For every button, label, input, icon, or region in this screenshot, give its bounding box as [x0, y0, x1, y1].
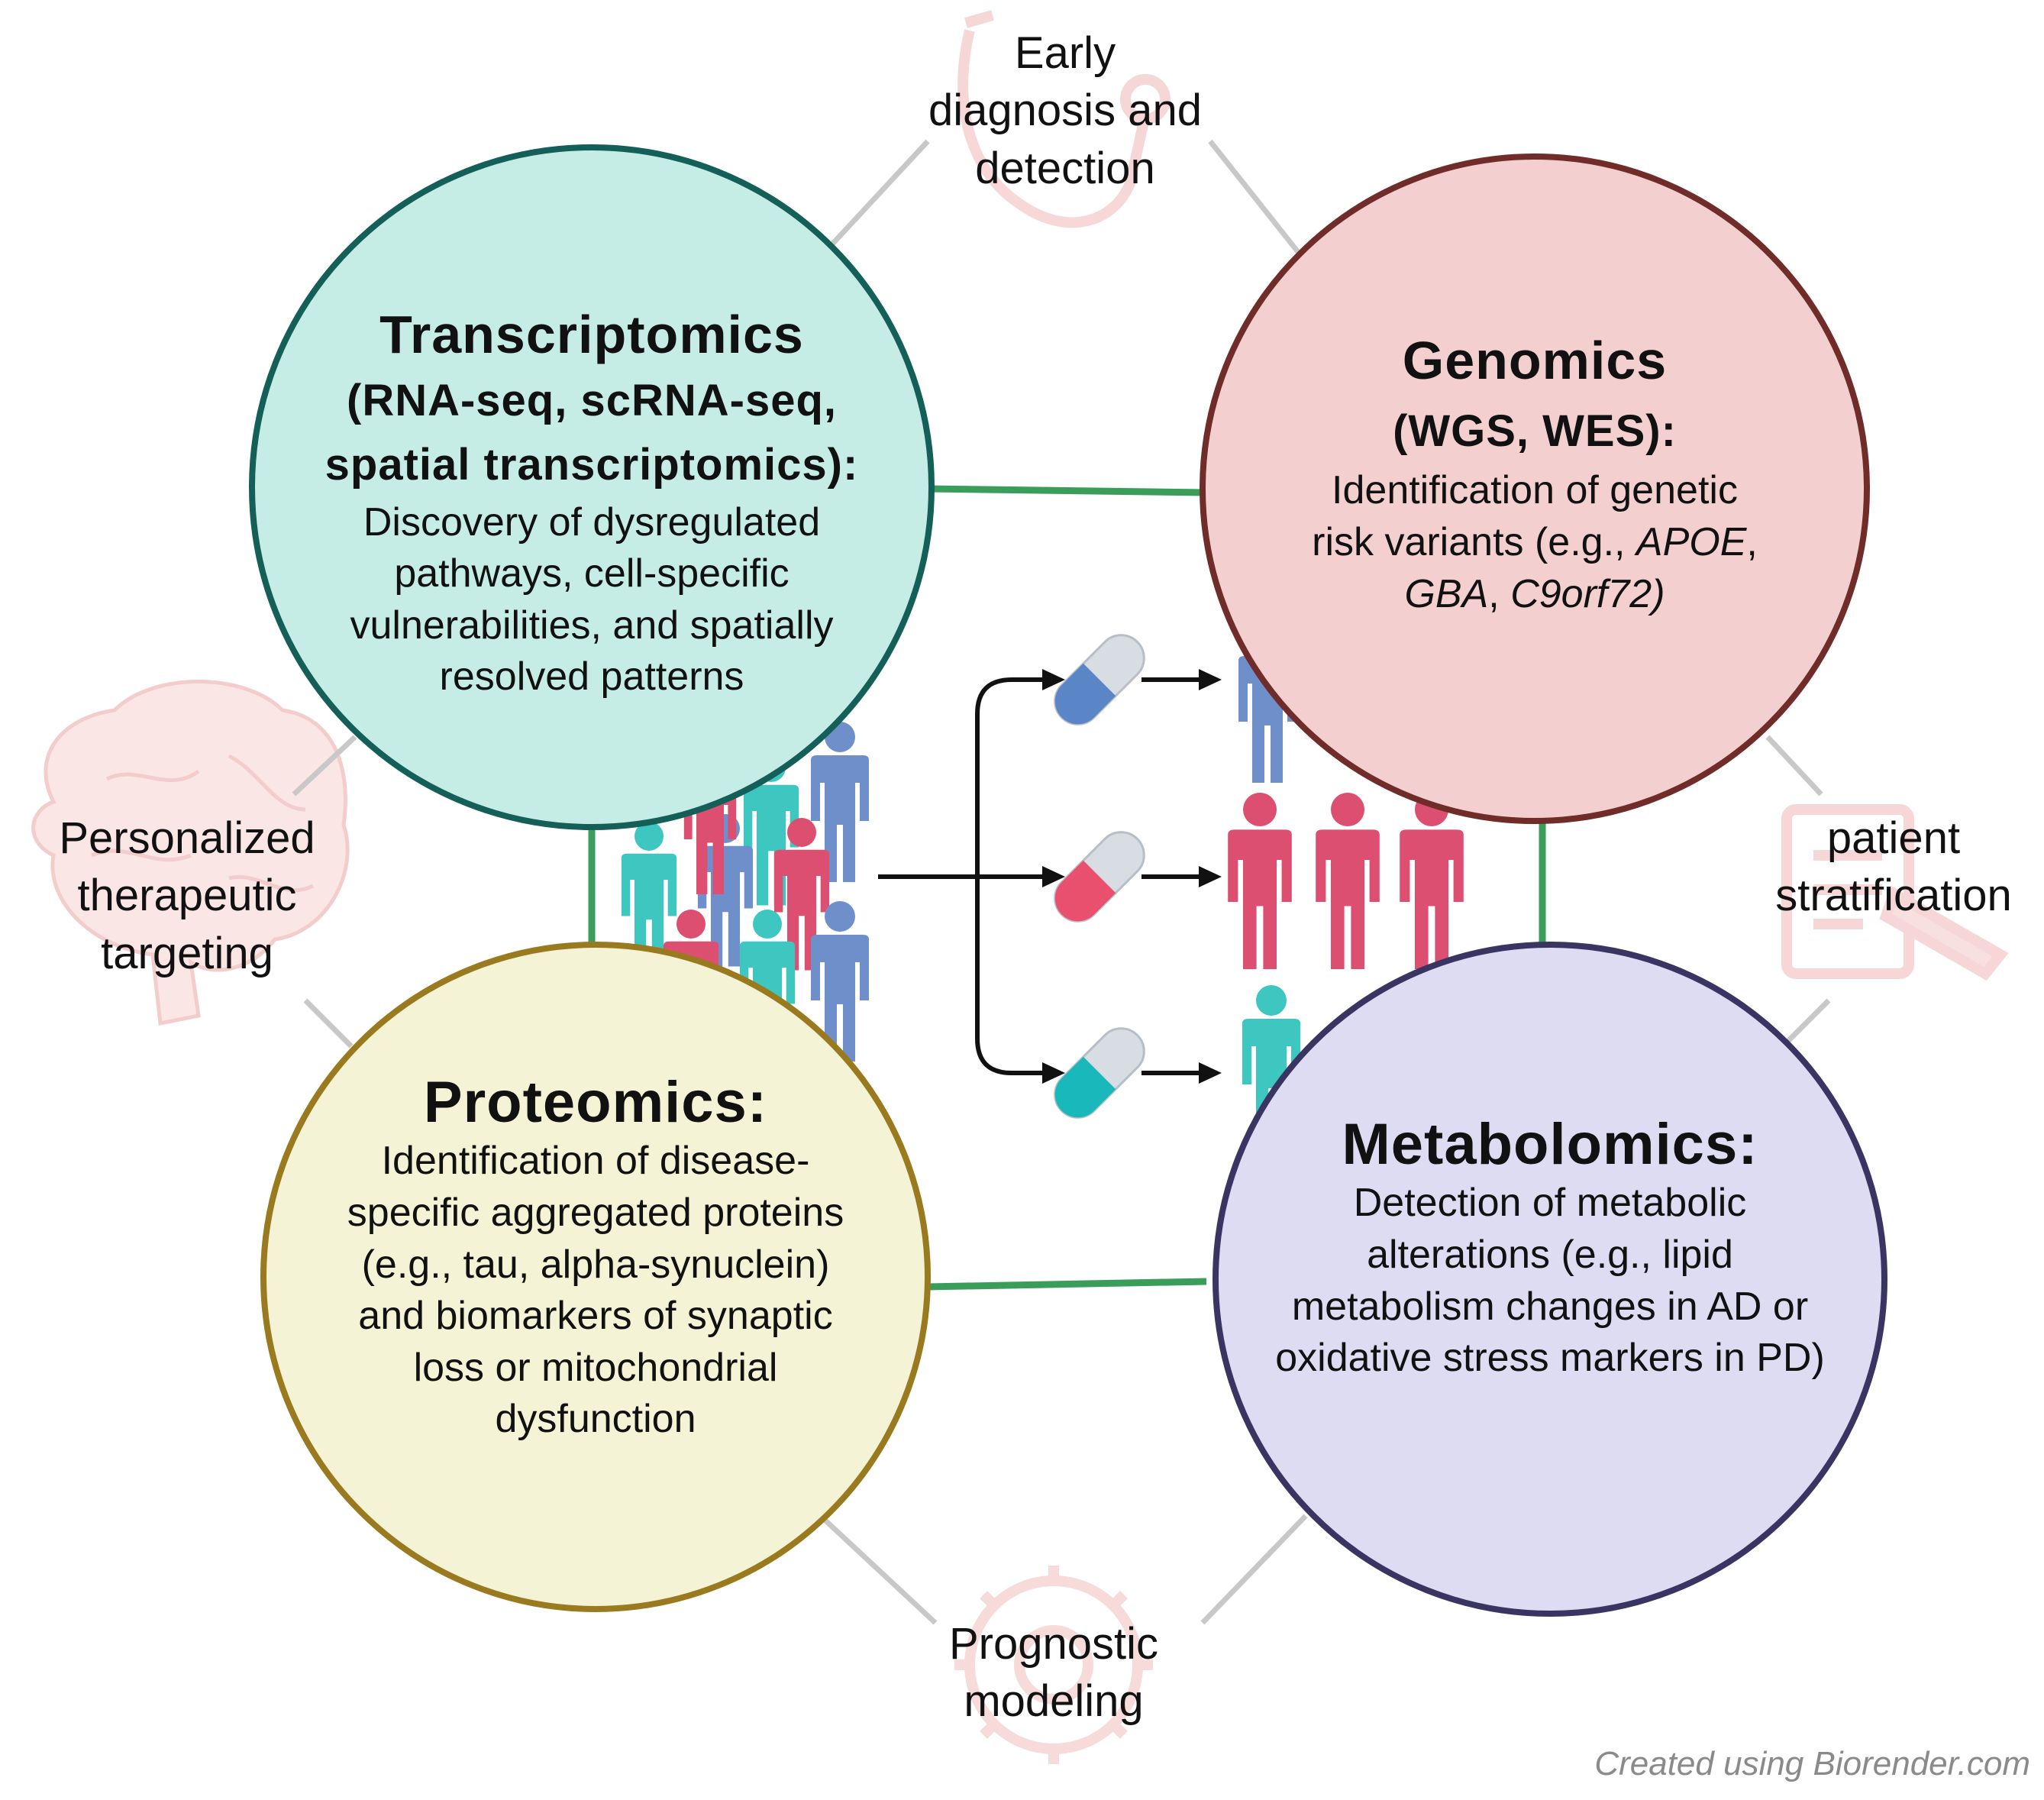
pill-icon-teal	[1054, 1027, 1145, 1119]
transcriptomics-body-4: resolved patterns	[439, 654, 744, 700]
patient-line-2: stratification	[1775, 871, 2012, 921]
proteomics-body-2: specific aggregated proteins	[347, 1190, 844, 1235]
proteomics-circle	[260, 942, 931, 1612]
personalized-line-3: targeting	[101, 928, 273, 978]
proteomics-body-3: (e.g., tau, alpha-synuclein)	[361, 1242, 830, 1287]
personalized-line-1: Personalized	[59, 813, 315, 863]
green-connectors	[588, 485, 1546, 1291]
prognostic-line-2: modeling	[964, 1676, 1144, 1727]
personalized-line-2: therapeutic	[77, 871, 297, 921]
early-line-1: Early	[1014, 28, 1116, 78]
pill-icon-blue	[1054, 634, 1145, 725]
metabolomics-body-2: alterations (e.g., lipid	[1367, 1232, 1733, 1277]
proteomics-body-5: loss or mitochondrial	[413, 1345, 778, 1390]
metabolomics-text: Metabolomics: Detection of metabolic alt…	[1245, 1111, 1855, 1385]
genomics-body-1: Identification of genetic	[1332, 468, 1738, 513]
transcriptomics-body-1: Discovery of dysregulated	[363, 499, 821, 545]
genomics-body-3b: ,	[1488, 571, 1511, 616]
prognostic-modeling-label: Prognostic modeling	[893, 1615, 1214, 1731]
apoe-gene: APOE	[1636, 519, 1747, 564]
brain-icon	[31, 680, 350, 1026]
metabolomics-body-4: oxidative stress markers in PD)	[1275, 1336, 1825, 1381]
gray-connectors	[292, 139, 1831, 1625]
genomics-methods: (WGS, WES):	[1393, 406, 1677, 456]
genomics-text: Genomics (WGS, WES): Identification of g…	[1267, 325, 1802, 620]
transcriptomics-text: Transcriptomics (RNA-seq, scRNA-seq, spa…	[286, 302, 897, 703]
metabolomics-title: Metabolomics:	[1342, 1112, 1758, 1177]
transcriptomics-title: Transcriptomics	[379, 305, 804, 364]
genomics-body-3: GBA, C9orf72)	[1404, 569, 1665, 621]
metabolomics-body-1: Detection of metabolic	[1353, 1181, 1747, 1226]
proteomics-body-4: and biomarkers of synaptic	[358, 1294, 833, 1339]
early-line-3: detection	[975, 143, 1155, 193]
clipboard-icon	[1781, 804, 2009, 981]
transcriptomics-body-2: pathways, cell-specific	[394, 551, 790, 596]
prognostic-line-1: Prognostic	[948, 1619, 1159, 1669]
person-icon	[1400, 793, 1464, 969]
transcriptomics-methods-2: spatial transcriptomics):	[325, 439, 859, 490]
proteomics-title: Proteomics:	[423, 1070, 768, 1135]
genomics-body-2a: risk variants (e.g.,	[1312, 519, 1636, 564]
personalized-targeting-label: Personalized therapeutic targeting	[31, 810, 344, 982]
genomics-body-2c: ,	[1746, 519, 1758, 564]
proteomics-text: Proteomics: Identification of disease- s…	[290, 1069, 901, 1446]
genomics-circle	[1200, 154, 1870, 824]
patient-stratification-label: patient stratification	[1752, 810, 2035, 925]
transcriptomics-methods-1: (RNA-seq, scRNA-seq,	[347, 375, 837, 425]
proteomics-body-6: dysfunction	[495, 1397, 696, 1442]
footer-credit: Created using Biorender.com	[1594, 1745, 2030, 1782]
transcriptomics-circle	[249, 144, 935, 830]
early-line-2: diagnosis and	[928, 86, 1202, 136]
person-icon	[621, 822, 677, 974]
patient-group-to-pills-icon	[621, 622, 1464, 1146]
genomics-title: Genomics	[1402, 331, 1668, 390]
person-icon	[1228, 793, 1292, 969]
metabolomics-circle	[1213, 942, 1887, 1617]
person-icon	[811, 901, 869, 1062]
stethoscope-icon	[957, 10, 1171, 228]
patient-line-1: patient	[1826, 813, 1961, 863]
pill-icon-red	[1054, 831, 1145, 923]
gba-gene: GBA	[1404, 571, 1489, 616]
c9orf72-gene: C9orf72)	[1510, 571, 1665, 616]
genomics-body-2: risk variants (e.g., APOE,	[1312, 517, 1758, 569]
gear-icon	[954, 1566, 1153, 1764]
transcriptomics-body-3: vulnerabilities, and spatially	[350, 603, 834, 648]
proteomics-body-1: Identification of disease-	[381, 1139, 810, 1184]
person-icon	[1316, 793, 1380, 969]
metabolomics-body-3: metabolism changes in AD or	[1291, 1284, 1809, 1329]
early-diagnosis-label: Early diagnosis and detection	[893, 24, 1237, 197]
